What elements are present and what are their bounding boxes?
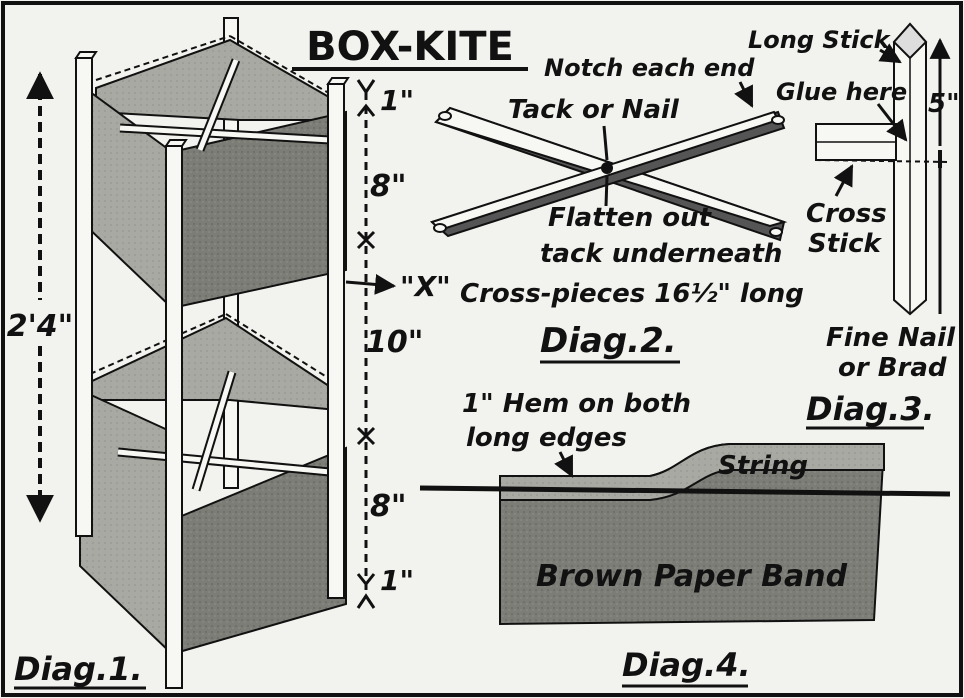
diag2-label: Diag.2.	[540, 321, 677, 361]
diag1-kite: 2'4" 1" 8" 10" 8" 1" "X" Diag.1.	[7, 17, 451, 690]
bottom-cell-back-panel	[89, 316, 339, 412]
x-label: "X"	[400, 270, 451, 303]
diag3-joint: Long Stick Glue here 5" Cross Stick Fine…	[748, 22, 960, 430]
kite-right-stick	[327, 83, 345, 599]
band-label: Brown Paper Band	[536, 559, 848, 594]
dim-8in-top: 8"	[370, 169, 407, 204]
hem-label-1: 1" Hem on both	[462, 389, 691, 419]
hem-label-2: long edges	[466, 423, 627, 453]
band-hem	[499, 443, 885, 501]
glue-label: Glue here	[776, 78, 907, 106]
notch-label: Notch each end	[544, 54, 755, 82]
dim-8in-bottom: 8"	[370, 489, 407, 524]
height-label: 2'4"	[7, 309, 74, 344]
five-inch-label: 5"	[928, 89, 960, 119]
diag2-crosspieces: Notch each end Tack or Nail Flatten out …	[430, 54, 804, 364]
long-stick-label: Long Stick	[748, 26, 892, 54]
string-line	[419, 485, 951, 497]
nail-label-2: or Brad	[838, 353, 947, 383]
kite-front-stick	[165, 145, 183, 689]
cross-label-1: Cross	[806, 199, 887, 229]
dimension-line	[356, 79, 376, 609]
flatten-label-1: Flatten out	[548, 203, 713, 233]
bottom-cell-left-panel	[79, 388, 173, 657]
cross-label-2: Stick	[808, 229, 882, 259]
tack-label: Tack or Nail	[508, 95, 680, 125]
diag3-label: Diag.3.	[806, 390, 935, 428]
top-cell-left-panel	[81, 84, 173, 311]
diag1-label: Diag.1.	[14, 650, 143, 688]
flatten-label-2: tack underneath	[540, 239, 782, 269]
string-label: String	[718, 451, 808, 481]
kite-left-stick	[75, 57, 93, 537]
nail-label-1: Fine Nail	[826, 323, 956, 353]
dim-10in: 10"	[366, 325, 423, 360]
dim-bottom-1in: 1"	[380, 564, 414, 597]
dim-top-1in: 1"	[380, 84, 414, 117]
diag4-paper-band: 1" Hem on both long edges String Brown P…	[419, 389, 951, 688]
title-block: BOX-KITE	[292, 24, 528, 71]
diag4-label: Diag.4.	[622, 646, 751, 684]
tack-dot	[601, 162, 613, 174]
crosspieces-label: Cross-pieces 16½" long	[460, 279, 804, 309]
title: BOX-KITE	[306, 24, 514, 70]
